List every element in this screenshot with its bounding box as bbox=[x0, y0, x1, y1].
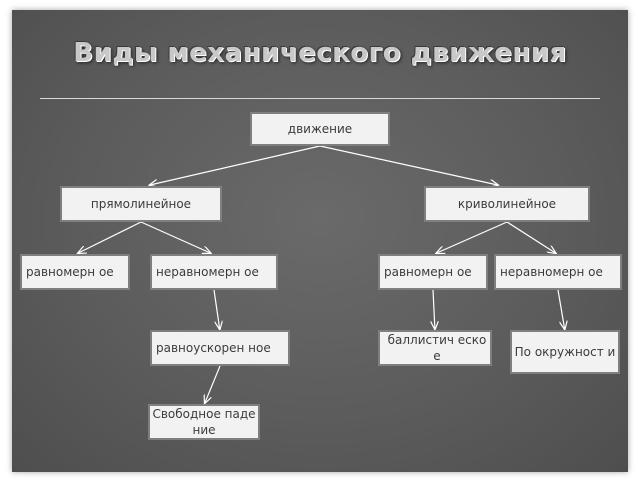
node-rect-uniform: равномерн ое bbox=[20, 254, 130, 290]
node-motion: движение bbox=[250, 112, 390, 146]
node-curvilinear: криволинейное bbox=[424, 186, 590, 222]
slide-background bbox=[12, 10, 628, 472]
title-divider bbox=[40, 98, 600, 99]
node-free-fall: Свободное падение bbox=[148, 404, 260, 440]
node-circular: По окружност и bbox=[510, 330, 620, 374]
node-circular-label: По окружност и bbox=[514, 345, 616, 359]
slide-title: Виды механического движения bbox=[73, 38, 567, 68]
node-curv-uniform: равномерн ое bbox=[378, 254, 488, 290]
node-accelerated: равноускорен ное bbox=[150, 330, 290, 366]
node-rect-nonuniform: неравномерн ое bbox=[150, 254, 278, 290]
node-curvilinear-label: криволинейное bbox=[457, 197, 557, 211]
node-rectilinear-label: прямолинейное bbox=[90, 197, 192, 211]
node-rect-nonuniform-label: неравномерн ое bbox=[156, 265, 259, 279]
node-free-fall-label: Свободное падение bbox=[152, 407, 256, 437]
node-curv-uniform-label: равномерн ое bbox=[384, 265, 472, 279]
node-motion-label: движение bbox=[287, 122, 353, 136]
node-ballistic: баллистич еское bbox=[378, 330, 492, 366]
node-curv-nonuniform: неравномерн ое bbox=[494, 254, 622, 290]
node-ballistic-label: баллистич еское bbox=[387, 333, 487, 363]
node-rect-uniform-label: равномерн ое bbox=[26, 265, 114, 279]
node-rectilinear: прямолинейное bbox=[60, 186, 222, 222]
node-accelerated-label: равноускорен ное bbox=[156, 341, 271, 355]
node-curv-nonuniform-label: неравномерн ое bbox=[500, 265, 603, 279]
